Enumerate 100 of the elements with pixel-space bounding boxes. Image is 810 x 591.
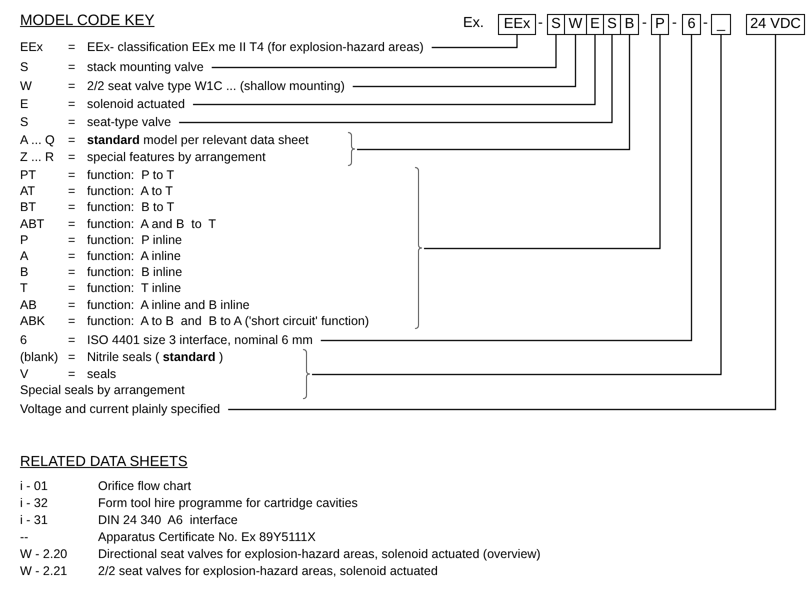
code-letter: Z ... R (20, 149, 56, 166)
sheet-number: i - 31 (20, 513, 48, 527)
separator-dash: - (703, 15, 708, 31)
sheet-number: W - 2.21 (20, 564, 68, 578)
separator-dash: - (538, 15, 543, 31)
key-description: Special seals by arrangement (20, 382, 186, 400)
code-letter: ABK (20, 312, 46, 330)
key-description: standard model per relevant data sheet (87, 132, 310, 149)
key-description: function: P inline (87, 232, 183, 248)
code-letter: S (20, 59, 30, 75)
leader-line (193, 35, 596, 106)
code-segment: P (651, 14, 669, 35)
key-description: function: B to T (87, 199, 176, 216)
example-label: Ex. (463, 15, 484, 31)
key-description: seat-type valve (87, 114, 172, 130)
equals-sign: = (68, 232, 76, 248)
key-description: Nitrile seals ( standard ) (87, 349, 224, 366)
code-letter: ABT (20, 216, 46, 232)
equals-sign: = (68, 216, 76, 232)
equals-sign: = (68, 96, 76, 112)
code-letter: P (20, 232, 30, 248)
equals-sign: = (68, 366, 76, 382)
key-description: Voltage and current plainly specified (20, 401, 220, 417)
leader-line (424, 35, 661, 250)
key-description: function: A to B and B to A ('short circuit' function) (87, 312, 370, 330)
key-description: EEx- classification EEx me II T4 (for explosion-hazard areas) (87, 39, 424, 55)
equals-sign: = (68, 132, 76, 149)
leader-line (179, 35, 613, 124)
key-description: 2/2 seat valve type W1C ... (shallow mounting) (87, 78, 345, 94)
key-description: function: B inline (87, 264, 184, 280)
code-letter: PT (20, 167, 37, 184)
code-letter: A ... Q (20, 132, 56, 149)
code-letter: B (20, 264, 30, 280)
equals-sign: = (68, 59, 76, 75)
code-letter: E (20, 96, 30, 112)
key-description: seals (87, 366, 118, 382)
equals-sign: = (68, 280, 76, 297)
code-segment: S (603, 14, 621, 35)
equals-sign: = (68, 183, 76, 200)
leader-line (432, 35, 518, 48)
code-letter: T (20, 280, 29, 297)
leader-line (357, 35, 630, 150)
key-description: solenoid actuated (87, 96, 185, 112)
code-letter: EEx (20, 39, 44, 55)
equals-sign: = (68, 167, 76, 184)
leader-line (228, 35, 776, 410)
code-segment: B (620, 14, 639, 35)
sheet-number: W - 2.20 (20, 547, 68, 561)
leader-line (212, 35, 557, 68)
equals-sign: = (68, 39, 76, 55)
code-letter: (blank) (20, 349, 60, 366)
code-segment: E (586, 14, 604, 35)
leader-line (320, 35, 692, 342)
code-letter: V (20, 366, 30, 382)
leader-line (352, 35, 576, 88)
equals-sign: = (68, 264, 76, 280)
sheet-title: Orifice flow chart (98, 479, 192, 493)
equals-sign: = (68, 349, 76, 366)
key-description: ISO 4401 size 3 interface, nominal 6 mm (87, 332, 313, 348)
equals-sign: = (68, 332, 76, 348)
code-letter: AT (20, 183, 36, 200)
code-letter: AB (20, 296, 38, 313)
code-segment: 6 (682, 14, 701, 35)
code-segment: _ (711, 14, 731, 35)
key-description: function: T inline (87, 280, 182, 297)
code-segment: 24 VDC (746, 14, 805, 35)
sheet-number: -- (20, 530, 28, 544)
sheet-number: i - 32 (20, 496, 48, 510)
code-segment: EEx (498, 14, 536, 35)
equals-sign: = (68, 199, 76, 216)
key-description: function: A to T (87, 183, 174, 200)
key-description: function: A and B to T (87, 216, 218, 232)
sheet-number: i - 01 (20, 479, 48, 493)
key-description: function: A inline and B inline (87, 296, 251, 313)
sheet-title: 2/2 seat valves for explosion-hazard areas, solenoid actuated (98, 564, 438, 578)
leader-line (312, 35, 722, 376)
code-letter: S (20, 114, 30, 130)
title: MODEL CODE KEY (20, 12, 154, 29)
separator-dash: - (642, 15, 647, 31)
key-description: special features by arrangement (87, 149, 267, 166)
sheet-title: DIN 24 340 A6 interface (98, 513, 238, 527)
key-description: function: P to T (87, 167, 176, 184)
code-letter: BT (20, 199, 37, 216)
equals-sign: = (68, 149, 76, 166)
sheet-title: Directional seat valves for explosion-hazard areas, solenoid actuated (overview) (98, 547, 541, 561)
sheet-title: Form tool hire programme for cartridge cavities (98, 496, 358, 510)
separator-dash: - (672, 15, 677, 31)
code-letter: A (20, 248, 30, 264)
equals-sign: = (68, 248, 76, 264)
equals-sign: = (68, 296, 76, 313)
code-letter: 6 (20, 332, 28, 348)
equals-sign: = (68, 78, 76, 94)
code-letter: W (20, 78, 33, 94)
code-segment: S (547, 14, 565, 35)
equals-sign: = (68, 114, 76, 130)
section-heading: RELATED DATA SHEETS (20, 454, 188, 470)
code-segment: W (564, 14, 587, 35)
sheet-title: Apparatus Certificate No. Ex 89Y5111X (98, 530, 316, 544)
key-description: stack mounting valve (87, 59, 204, 75)
equals-sign: = (68, 312, 76, 330)
